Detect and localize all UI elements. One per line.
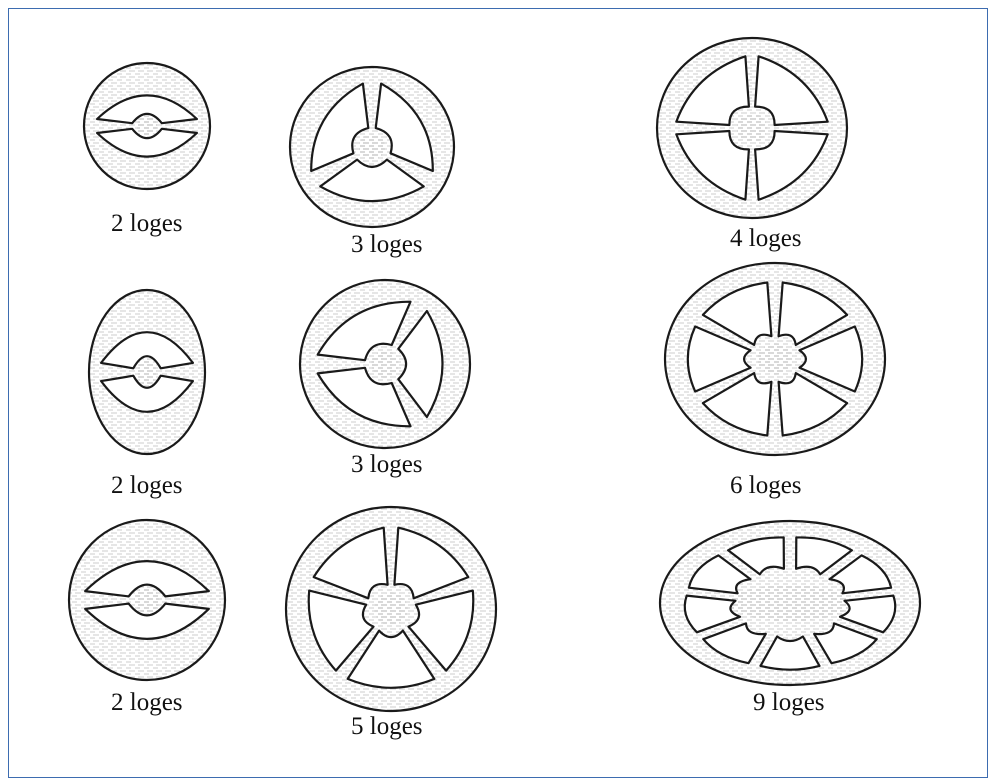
placenta: [371, 351, 398, 378]
placenta: [757, 344, 792, 375]
placenta: [135, 587, 160, 613]
placenta: [138, 359, 157, 385]
section-label: 3 loges: [351, 452, 423, 477]
section-label: 2 loges: [111, 211, 183, 236]
section-label: 9 loges: [753, 690, 825, 715]
fruit-section: [286, 507, 496, 711]
fruit-section: [89, 290, 205, 454]
section-label: 6 loges: [730, 473, 802, 498]
section-label: 5 loges: [351, 714, 423, 739]
fruit-section: [657, 38, 847, 218]
placenta: [374, 593, 408, 626]
section-label: 2 loges: [111, 690, 183, 715]
fruit-section: [300, 280, 470, 448]
fruit-section: [69, 520, 225, 680]
placenta: [137, 116, 157, 136]
fruit-section: [665, 263, 885, 455]
placenta: [737, 114, 767, 143]
placenta: [359, 134, 385, 160]
fruit-section: [660, 521, 920, 685]
section-label: 3 loges: [351, 232, 423, 257]
fruit-section: [290, 67, 454, 227]
placenta: [730, 585, 850, 621]
section-label: 4 loges: [730, 226, 802, 251]
section-label: 2 loges: [111, 473, 183, 498]
fruit-section: [84, 63, 210, 189]
